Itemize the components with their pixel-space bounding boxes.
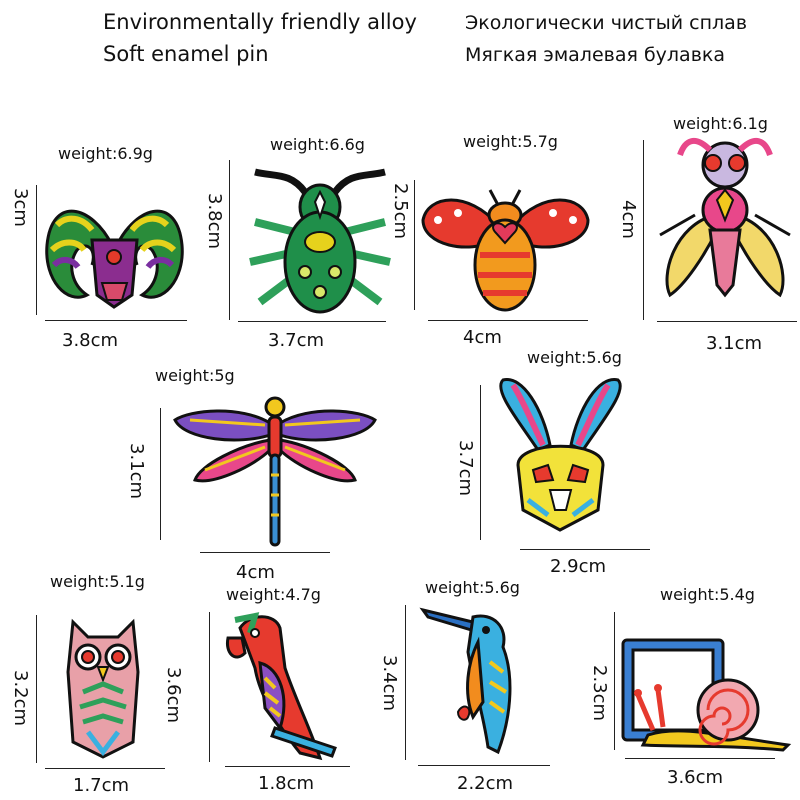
bee-pin-image bbox=[418, 185, 593, 315]
rabbit-width-line bbox=[520, 549, 650, 550]
parrot-pin-image bbox=[220, 608, 350, 763]
snail-pin-image bbox=[618, 635, 793, 753]
beetle-pin-image bbox=[245, 162, 395, 317]
fly-pin-image bbox=[655, 135, 795, 315]
parrot-height-line bbox=[209, 612, 210, 762]
owl-width-label: 1.7cm bbox=[73, 775, 130, 796]
fly-width-label: 3.1cm bbox=[706, 333, 763, 354]
fly-weight-label: weight:6.1g bbox=[673, 114, 768, 133]
kingfisher-height-label: 3.4cm bbox=[379, 655, 400, 712]
header-russian-line2: Мягкая эмалевая булавка bbox=[465, 44, 726, 66]
beetle-width-label: 3.7cm bbox=[268, 330, 325, 351]
snail-height-line bbox=[614, 612, 615, 750]
ram-height-label: 3cm bbox=[10, 188, 31, 227]
ram-width-line bbox=[45, 320, 187, 321]
dragonfly-width-line bbox=[200, 552, 330, 553]
dragonfly-weight-label: weight:5g bbox=[155, 366, 235, 385]
parrot-width-line bbox=[225, 766, 350, 767]
header-english-line2: Soft enamel pin bbox=[103, 42, 269, 66]
rabbit-height-line bbox=[480, 385, 481, 540]
fly-height-line bbox=[643, 140, 644, 320]
owl-height-label: 3.2cm bbox=[10, 670, 31, 727]
kingfisher-height-line bbox=[405, 605, 406, 760]
header-english-line1: Environmentally friendly alloy bbox=[103, 10, 417, 34]
bee-height-label: 2.5cm bbox=[390, 183, 411, 240]
snail-weight-label: weight:5.4g bbox=[660, 585, 755, 604]
snail-width-line bbox=[625, 758, 775, 759]
snail-width-label: 3.6cm bbox=[667, 767, 724, 788]
bee-weight-label: weight:5.7g bbox=[463, 132, 558, 151]
parrot-width-label: 1.8cm bbox=[258, 773, 315, 794]
fly-width-line bbox=[657, 321, 797, 322]
kingfisher-width-label: 2.2cm bbox=[457, 773, 514, 794]
owl-weight-label: weight:5.1g bbox=[50, 572, 145, 591]
kingfisher-pin-image bbox=[418, 602, 543, 762]
beetle-weight-label: weight:6.6g bbox=[270, 135, 365, 154]
parrot-weight-label: weight:4.7g bbox=[226, 585, 321, 604]
bee-width-label: 4cm bbox=[463, 327, 502, 348]
beetle-height-line bbox=[229, 160, 230, 320]
rabbit-width-label: 2.9cm bbox=[550, 556, 607, 577]
bee-height-line bbox=[414, 180, 415, 310]
rabbit-height-label: 3.7cm bbox=[455, 440, 476, 497]
ram-weight-label: weight:6.9g bbox=[58, 144, 153, 163]
ram-height-line bbox=[36, 185, 37, 315]
header-russian-line1: Экологически чистый сплав bbox=[465, 12, 748, 34]
kingfisher-weight-label: weight:5.6g bbox=[425, 578, 520, 597]
ram-width-label: 3.8cm bbox=[62, 330, 119, 351]
dragonfly-width-label: 4cm bbox=[236, 562, 275, 583]
beetle-width-line bbox=[238, 321, 386, 322]
dragonfly-height-label: 3.1cm bbox=[126, 443, 147, 500]
owl-width-line bbox=[45, 768, 165, 769]
bee-width-line bbox=[428, 320, 588, 321]
rabbit-weight-label: weight:5.6g bbox=[527, 348, 622, 367]
fly-height-label: 4cm bbox=[618, 200, 639, 239]
dragonfly-height-line bbox=[160, 408, 161, 540]
owl-pin-image bbox=[58, 612, 148, 762]
beetle-height-label: 3.8cm bbox=[204, 193, 225, 250]
dragonfly-pin-image bbox=[170, 395, 380, 550]
snail-height-label: 2.3cm bbox=[589, 665, 610, 722]
ram-pin-image bbox=[42, 195, 187, 315]
kingfisher-width-line bbox=[418, 765, 550, 766]
rabbit-pin-image bbox=[488, 370, 633, 535]
parrot-height-label: 3.6cm bbox=[163, 667, 184, 724]
owl-height-line bbox=[36, 615, 37, 763]
